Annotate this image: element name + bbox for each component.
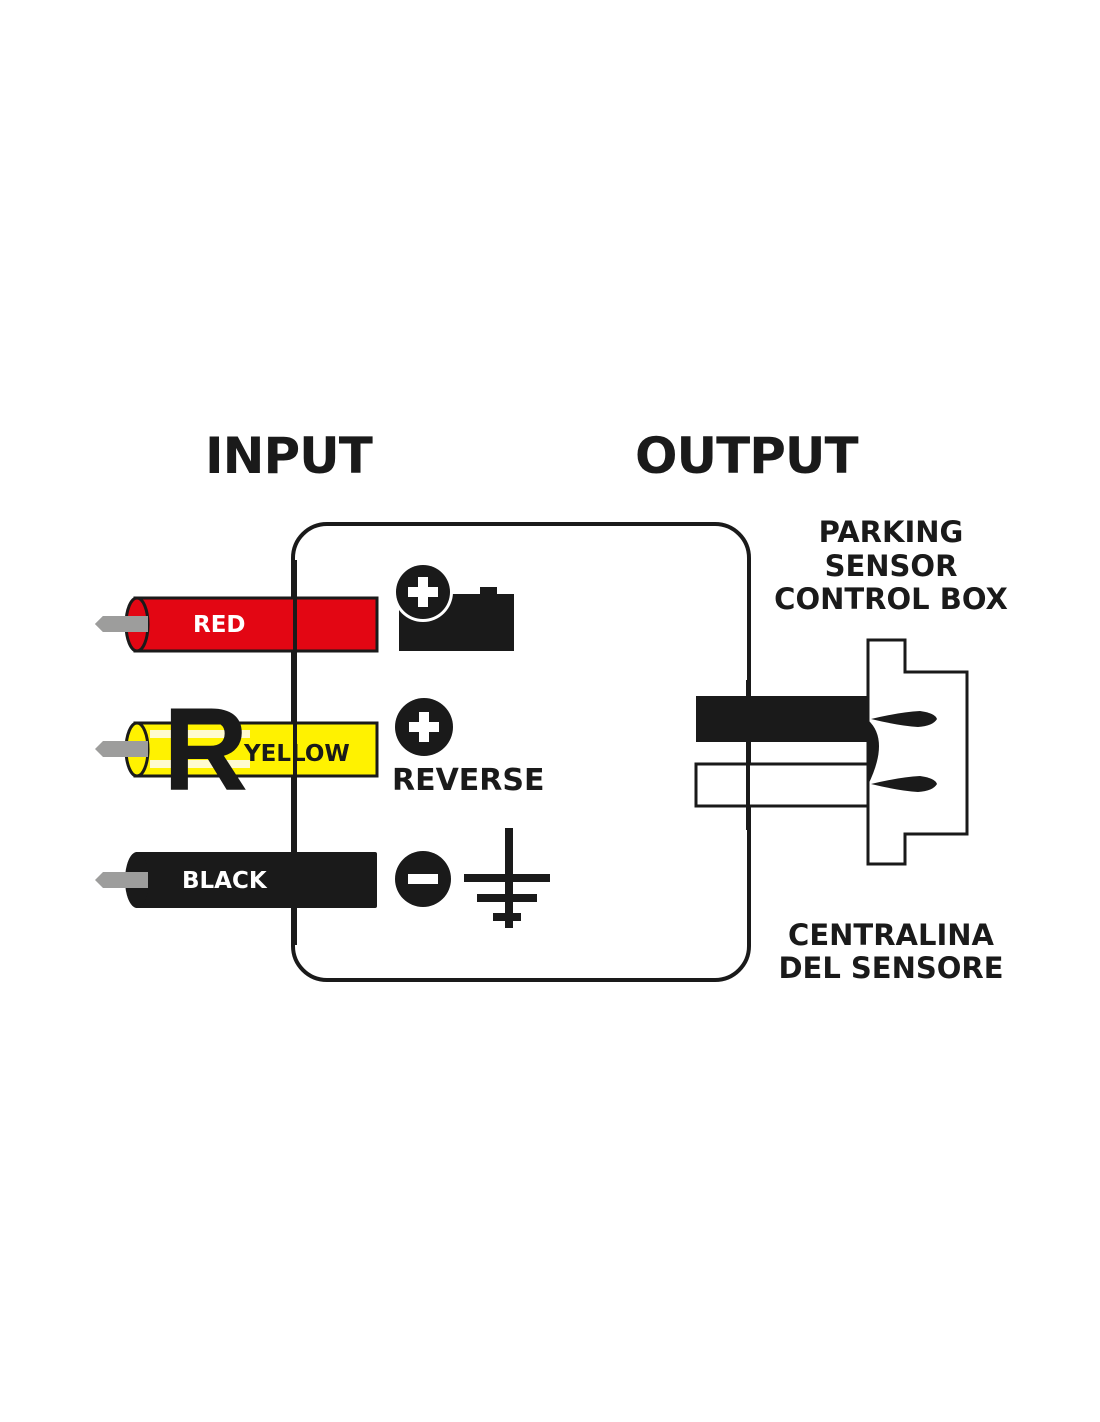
connector-pin-top	[871, 711, 937, 727]
ground-terminal	[395, 828, 550, 928]
output-connector	[694, 638, 969, 866]
output-title: OUTPUT	[635, 427, 858, 485]
reverse-badge-r: R	[163, 684, 248, 816]
output-label-it-line1: CENTRALINA	[788, 918, 994, 952]
output-label-it-line2: DEL SENSORE	[778, 951, 1003, 985]
wire-black: BLACK	[95, 852, 377, 908]
wire-yellow-highlight-2	[150, 760, 250, 768]
battery-icon-post	[480, 587, 497, 595]
ground-icon	[464, 828, 550, 928]
wire-yellow: R YELLOW	[95, 684, 379, 816]
battery-plus-v	[418, 577, 428, 607]
output-wire-white	[694, 762, 870, 808]
connector-plug	[868, 720, 879, 785]
output-label-en-line2: SENSOR	[825, 549, 958, 583]
reverse-plus-v	[419, 712, 429, 742]
wire-red-label: RED	[193, 612, 246, 638]
connector-pin-bottom	[871, 776, 937, 792]
wire-yellow-pin	[95, 741, 148, 757]
wire-red: RED	[95, 596, 379, 653]
wire-red-insulation	[133, 596, 379, 653]
output-label-it: CENTRALINA DEL SENSORE	[778, 918, 1003, 985]
wire-yellow-highlight	[150, 730, 250, 738]
wire-black-insulation	[135, 852, 377, 908]
reverse-label: REVERSE	[392, 763, 545, 798]
wire-black-label: BLACK	[182, 868, 268, 894]
wire-red-pin-tip	[95, 616, 148, 632]
wire-black-pin	[95, 872, 148, 888]
output-wire-black	[696, 696, 868, 742]
output-label-en: PARKING SENSOR CONTROL BOX	[774, 515, 1008, 616]
ground-minus-bar	[408, 874, 438, 884]
input-title: INPUT	[205, 427, 373, 485]
battery-terminal	[393, 562, 514, 651]
connector-housing	[866, 638, 969, 866]
reverse-terminal: REVERSE	[392, 698, 545, 798]
output-label-en-line1: PARKING	[819, 515, 964, 549]
output-label-en-line3: CONTROL BOX	[774, 582, 1008, 616]
